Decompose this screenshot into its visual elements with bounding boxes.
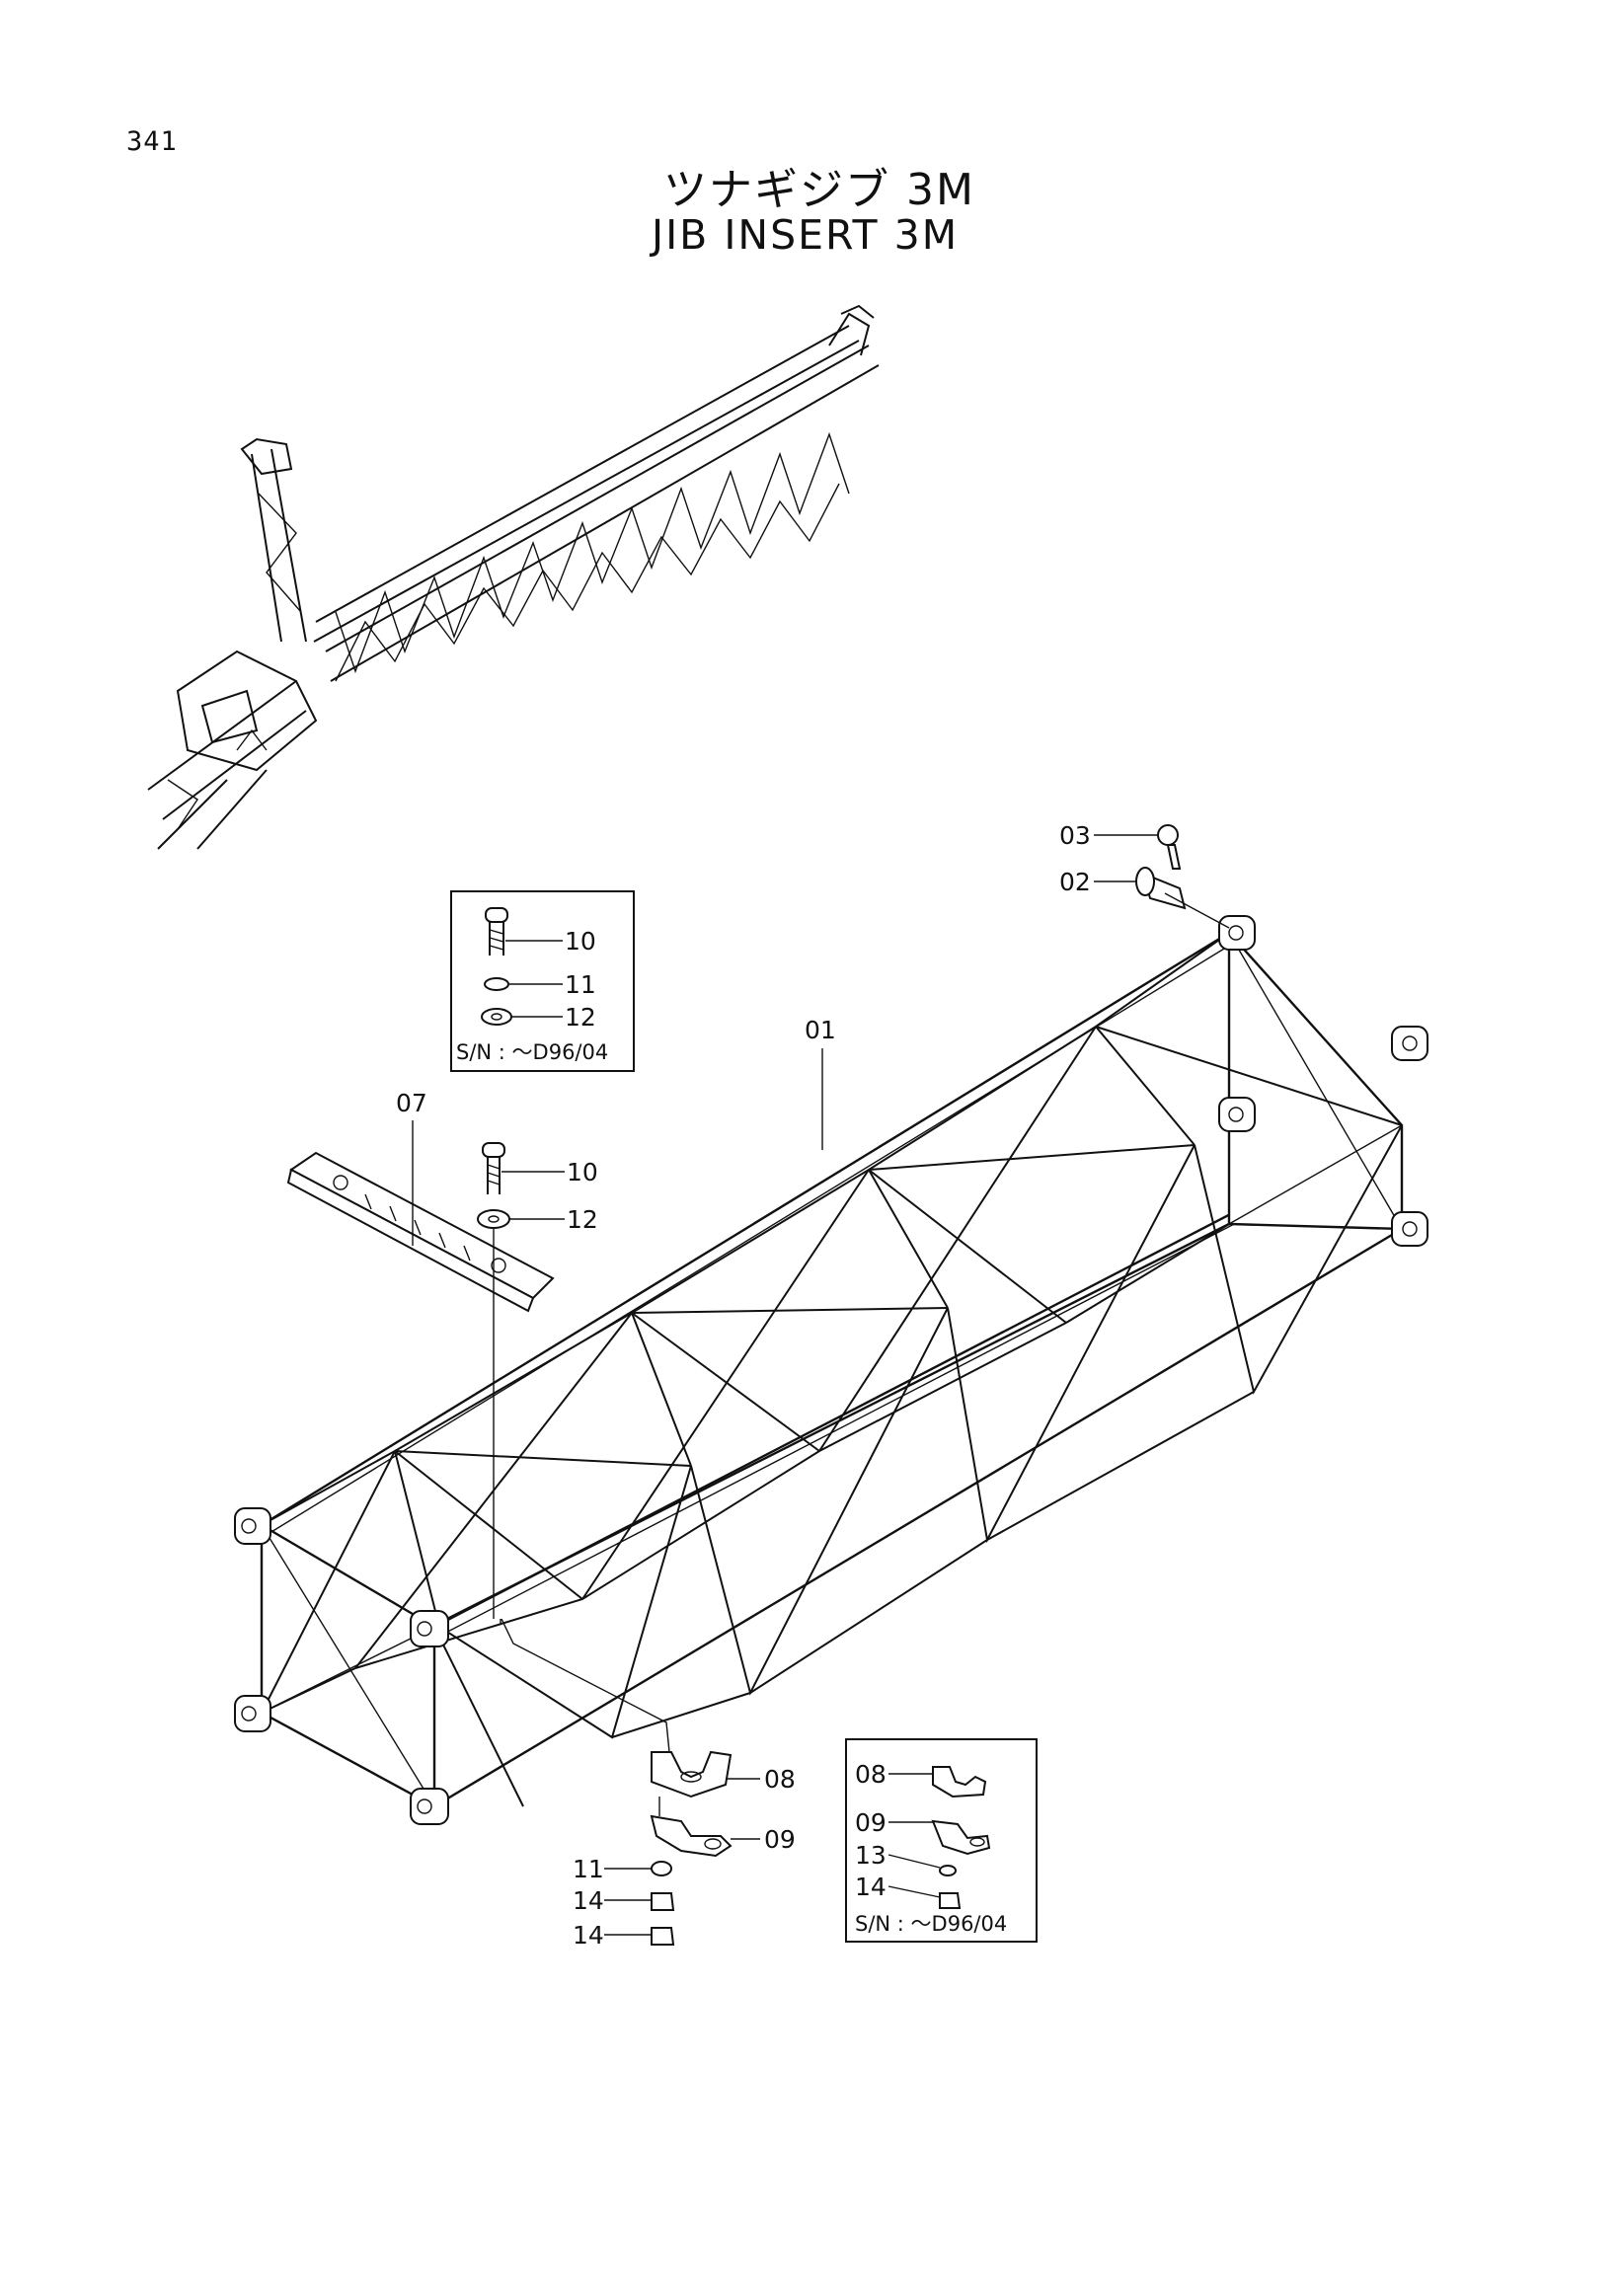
callout-08-inset: 08 xyxy=(855,1760,887,1789)
callout-10-main: 10 xyxy=(567,1158,598,1186)
callout-13-inset: 13 xyxy=(855,1841,887,1870)
callout-01: 01 xyxy=(805,1016,836,1044)
callout-09-inset: 09 xyxy=(855,1808,887,1837)
leader-lines xyxy=(412,834,1157,1936)
callout-11-inset: 11 xyxy=(565,970,596,999)
callout-12-inset: 12 xyxy=(565,1003,596,1032)
callout-11-bottom: 11 xyxy=(573,1855,604,1883)
callout-14-inset: 14 xyxy=(855,1873,887,1901)
callout-10-inset: 10 xyxy=(565,927,596,956)
inset-upper-box: S/N : ～D96/04 xyxy=(450,890,635,1072)
callout-03: 03 xyxy=(1059,821,1091,850)
callout-12-main: 12 xyxy=(567,1205,598,1234)
inset-lower-serial-note: S/N : ～D96/04 xyxy=(855,1912,1007,1936)
pin-part-02 xyxy=(1135,867,1230,929)
inset-lower-box: S/N : ～D96/04 xyxy=(845,1738,1038,1943)
crane-overview-illustration xyxy=(147,304,880,850)
eyebolt-part-03 xyxy=(1157,824,1182,870)
callout-14-bottom-a: 14 xyxy=(573,1886,604,1915)
page-number: 341 xyxy=(126,126,178,157)
bolt-washer-main xyxy=(477,1142,510,1624)
callout-07: 07 xyxy=(396,1089,427,1117)
page-title-english: JIB INSERT 3M xyxy=(652,211,960,259)
inset-upper-serial-note: S/N : ～D96/04 xyxy=(456,1040,608,1064)
jib-insert-frame xyxy=(234,915,1428,1825)
connection-lugs xyxy=(234,915,1428,1825)
pad-part-07 xyxy=(286,1151,555,1313)
callout-09: 09 xyxy=(764,1825,796,1854)
page-title-japanese: ツナギジブ 3M xyxy=(663,165,975,215)
callout-14-bottom-b: 14 xyxy=(573,1921,604,1950)
callout-02: 02 xyxy=(1059,868,1091,896)
callout-08: 08 xyxy=(764,1765,796,1794)
clamp-assembly xyxy=(501,1618,733,1946)
